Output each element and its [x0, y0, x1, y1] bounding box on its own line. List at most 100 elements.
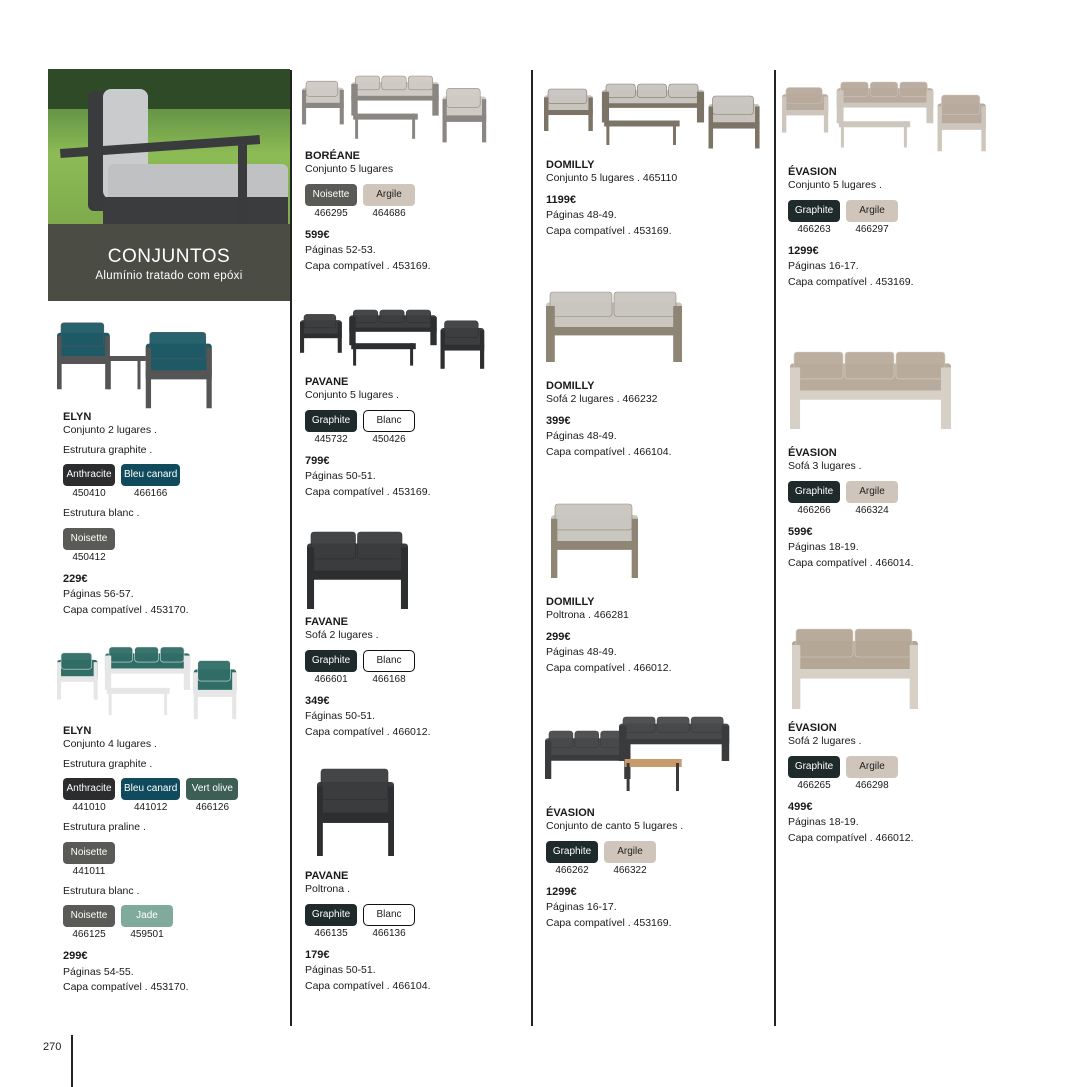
color-swatch-graphite[interactable]: Graphite	[788, 199, 840, 222]
product-description: Sofá 3 lugares .	[788, 460, 862, 472]
elyn-4-image	[55, 645, 240, 723]
color-swatch-blanc[interactable]: Blanc	[363, 649, 415, 672]
furniture-illustration	[57, 322, 212, 409]
product-name: ÉVASION	[546, 807, 595, 819]
product-code: 466266	[797, 504, 831, 516]
section-title: CONJUNTOS	[107, 246, 231, 267]
compatible-cover: Capa compatível . 466012.	[788, 831, 914, 844]
color-swatch-noisette[interactable]: Noisette	[305, 183, 357, 206]
price: 229€	[63, 572, 88, 585]
color-swatch-anthracite[interactable]: Anthracite	[63, 464, 115, 486]
color-swatch-graphite[interactable]: Graphite	[305, 903, 357, 926]
furniture-illustration	[57, 646, 237, 720]
furniture-illustration	[792, 628, 918, 709]
catalog-pages: Páginas 16-17.	[546, 901, 617, 913]
color-swatch-argile[interactable]: Argile	[846, 480, 898, 503]
color-swatch-graphite[interactable]: Graphite	[788, 480, 840, 503]
furniture-illustration	[782, 81, 986, 152]
color-swatch-vert-olive[interactable]: Vert olive	[186, 778, 239, 800]
color-swatch-bleu-canard[interactable]: Bleu canard	[121, 778, 181, 800]
color-swatch-jade[interactable]: Jade	[121, 905, 173, 927]
color-swatch-graphite[interactable]: Graphite	[788, 755, 840, 778]
structure-label: Estrutura graphite .	[63, 757, 153, 770]
price: 299€	[63, 950, 88, 962]
color-swatch-blanc[interactable]: Blanc	[363, 903, 415, 926]
furniture-illustration	[302, 75, 487, 143]
product-code: 450412	[72, 551, 106, 563]
price: 179€	[305, 948, 330, 961]
price: 599€	[788, 525, 813, 538]
color-swatch-graphite[interactable]: Graphite	[546, 840, 598, 863]
color-swatch-noisette[interactable]: Noisette	[63, 527, 115, 550]
product-code: 466166	[134, 488, 168, 499]
price: 349€	[305, 694, 330, 707]
product-code: 466135	[314, 927, 348, 939]
structure-label: Estrutura praline .	[63, 821, 146, 833]
color-swatch-graphite[interactable]: Graphite	[305, 649, 357, 672]
product-name: DOMILLY	[546, 380, 595, 392]
catalog-pages: Páginas 56-57.	[63, 588, 134, 600]
price: 399€	[546, 414, 571, 427]
boreane-image	[300, 74, 490, 146]
catalog-pages: Páginas 50-51.	[305, 470, 376, 482]
catalog-pages: Páginas 54-55.	[63, 965, 134, 978]
pavane-5-image	[298, 308, 488, 372]
color-swatch-noisette[interactable]: Noisette	[63, 841, 115, 864]
product-name: DOMILLY	[546, 596, 595, 608]
color-swatch-blanc[interactable]: Blanc	[363, 409, 415, 432]
color-swatch-argile[interactable]: Argile	[846, 755, 898, 778]
color-swatch-graphite[interactable]: Graphite	[305, 409, 357, 432]
color-swatch-argile[interactable]: Argile	[604, 840, 656, 863]
product-code: 466297	[855, 223, 889, 235]
favane-sofa-image	[305, 528, 410, 613]
color-swatch-noisette[interactable]: Noisette	[63, 905, 115, 927]
product-description: Sofá 2 lugares .	[305, 629, 379, 641]
section-header: CONJUNTOS Alumínio tratado com epóxi	[48, 69, 290, 301]
pavane-poltrona-image	[313, 765, 398, 860]
color-swatch-anthracite[interactable]: Anthracite	[63, 778, 115, 800]
evasion-sofa3-image	[788, 348, 953, 433]
structure-label: Estrutura blanc .	[63, 507, 140, 519]
color-swatch-argile[interactable]: Argile	[363, 183, 415, 206]
furniture-illustration	[300, 309, 485, 369]
color-swatch-bleu-canard[interactable]: Bleu canard	[121, 464, 181, 486]
product-code: 466298	[855, 779, 889, 791]
product-name: ÉVASION	[788, 447, 837, 459]
product-code: 466263	[797, 223, 831, 235]
product-code: 466265	[797, 779, 831, 791]
product-code: 466136	[372, 927, 406, 939]
catalog-pages: Páginas 48-49.	[546, 209, 617, 221]
product-name: ELYN	[63, 725, 92, 737]
product-description: Sofá 2 lugares .	[788, 735, 862, 747]
price: 599€	[305, 228, 330, 241]
catalog-pages: Fáginas 50-51.	[305, 710, 376, 722]
color-swatch-argile[interactable]: Argile	[846, 199, 898, 222]
product-description: Conjunto 5 lugares .	[305, 389, 399, 401]
product-code: 466322	[613, 864, 647, 876]
furniture-illustration	[545, 716, 730, 791]
